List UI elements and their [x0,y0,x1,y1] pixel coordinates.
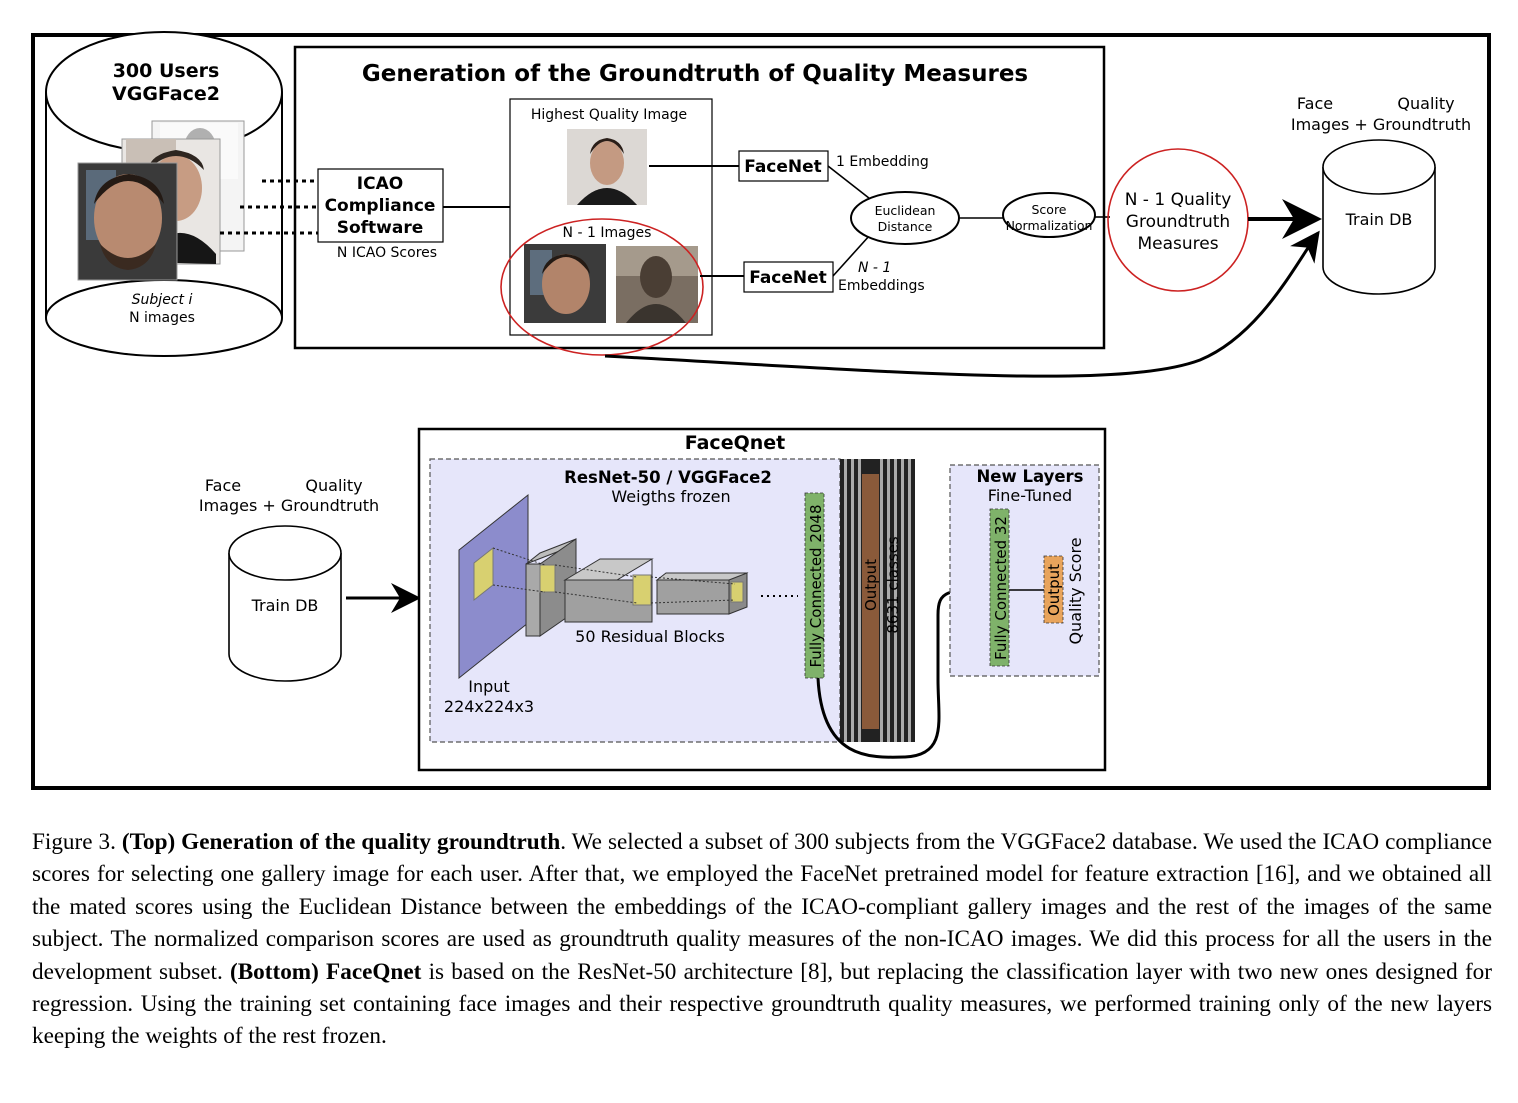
subject-line2: N images [129,310,195,326]
subject-line1: Subject i [132,292,193,308]
traindb-bottom-cylinder [228,525,342,682]
euclid-line2: Distance [878,219,933,234]
resnet-title: ResNet-50 / VGGFace2 [564,468,772,487]
icao-line1: ICAO [357,174,403,194]
fc32-layer [989,508,1010,667]
groundtruth-title: Generation of the Groundtruth of Quality… [362,61,1028,87]
highest-quality-label: Highest Quality Image [531,107,687,123]
facenet-bottom-to-euclid [832,234,871,277]
score-line2: Normalization [1006,218,1093,233]
output-score-layer [1043,555,1064,624]
output2-label: Output [1045,564,1063,616]
facenet-top-label: FaceNet [744,157,822,177]
caption-bottom-label: (Bottom) FaceQnet [229,958,422,985]
new-layers-region [949,464,1100,677]
fc32-label: Fully Connected 32 [992,516,1010,660]
faceqnet-title: FaceQnet [685,432,785,454]
highest-quality-photo [567,129,647,205]
icao-scores: N ICAO Scores [337,245,437,261]
output-striped-block [840,459,915,742]
quality-line2: Groundtruth [1126,212,1230,232]
residual-blocks-label: 50 Residual Blocks [575,627,725,646]
quality-line3: Measures [1137,234,1218,254]
fc2048-layer [804,492,825,679]
caption-text-2: is based on the ResNet-50 architecture [… [32,958,1493,1050]
classes-label: 8631 classes [884,536,902,633]
facenet-top-to-euclid [827,165,875,203]
fc2048-label: Fully Connected 2048 [807,504,825,667]
traindb-bottom-caption-face: Face [205,476,241,495]
input-line1: Input [468,677,509,696]
euclid-line1: Euclidean [875,203,936,218]
traindb-bottom-caption-quality: Quality [305,476,362,495]
icao-line2: Compliance [325,196,436,216]
residual-block-3 [655,572,749,615]
conv-projection-lines [492,547,736,604]
db-title-line2: VGGFace2 [112,83,220,105]
n1-images-red-ellipse [500,218,704,356]
quality-line1: N - 1 Quality [1125,190,1232,210]
caption-top-label: (Top) Generation of the quality groundtr… [121,829,561,855]
residual-block-2 [563,558,654,623]
n1-embeddings-line1: N - 1 [858,260,891,276]
icao-line3: Software [337,218,424,238]
fc2048-to-new-layers-curve [816,588,991,759]
quality-score-label: Quality Score [1066,537,1085,644]
resnet-subtitle: Weigths frozen [611,487,730,506]
n1-embeddings-line2: Embeddings [838,278,925,294]
traindb-bottom-caption-line2: Images + Groundtruth [199,496,379,515]
facenet-box-top [738,150,829,182]
figure-caption: Figure 3. (Top) Generation of the qualit… [32,826,1492,1053]
facenet-box-bottom [743,261,834,293]
traindb-top-label: Train DB [1345,210,1413,229]
traindb-top-caption-line2: Images + Groundtruth [1291,115,1471,134]
groundtruth-box [293,45,1106,350]
face-photo-stack [77,120,245,281]
figure-diagram: 300 Users VGGFace2 Subject i N images Ge… [31,31,1491,790]
n1-image-photo-2 [616,246,698,323]
images-to-traindb-curve [604,230,1320,378]
output-label: Output [862,559,880,611]
n1-image-photo-1 [524,244,606,323]
caption-text-1: . We selected a subset of 300 subjects f… [32,829,1492,985]
traindb-top-cylinder [1322,139,1436,295]
score-normalization-node [1002,192,1096,238]
traindb-bottom-label: Train DB [251,596,319,615]
new-layers-title: New Layers [976,467,1083,486]
traindb-top-caption-quality: Quality [1397,94,1454,113]
facenet-bottom-label: FaceNet [749,268,827,288]
score-line1: Score [1031,202,1066,217]
fine-tuned-label: Fine-Tuned [988,486,1072,505]
icao-box [317,168,444,243]
one-embedding-label: 1 Embedding [836,154,929,170]
db-title-line1: 300 Users [113,60,220,82]
n1-images-label: N - 1 Images [563,225,652,241]
traindb-top-caption-face: Face [1297,94,1333,113]
outer-frame [31,33,1491,790]
euclidean-distance-node [850,191,960,245]
input-line2: 224x224x3 [444,697,534,716]
caption-fig-number: Figure 3. [32,829,116,855]
